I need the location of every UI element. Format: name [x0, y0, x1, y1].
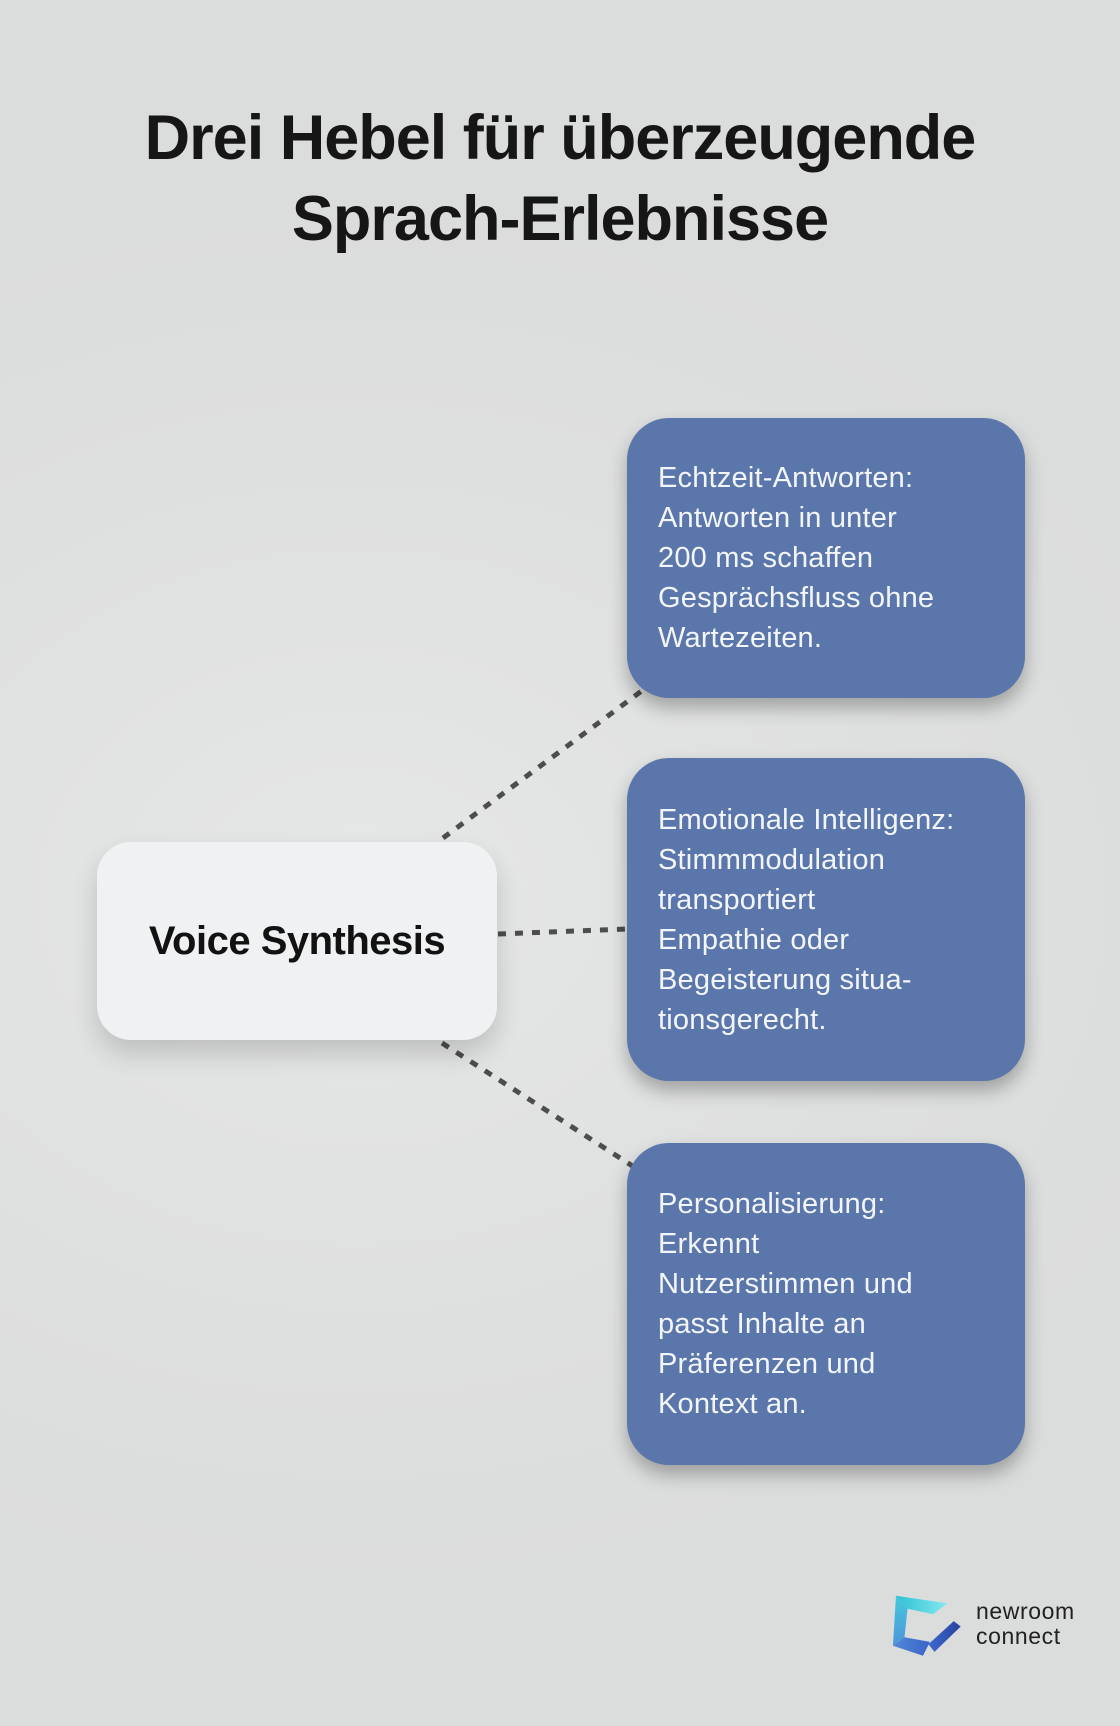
connector-top-line: [441, 687, 645, 841]
info-line: 200 ms schaffen: [658, 542, 874, 574]
title-line-2: Sprach-Erlebnisse: [291, 184, 829, 254]
info-line: tionsgerecht.: [658, 1003, 827, 1036]
newroom-connect-logo-icon: [892, 1595, 961, 1656]
newroom-connect-logo: newroom connect: [886, 1588, 1075, 1665]
info-line: Nutzerstimmen und: [658, 1268, 913, 1300]
info-line: Gesprächsfluss ohne: [658, 582, 935, 614]
newroom-connect-logo-text: newroom connect: [976, 1599, 1075, 1649]
info-line: Erkennt: [658, 1228, 760, 1260]
connector-middle-line: [497, 926, 628, 937]
center-node-label: Voice Synthesis: [148, 918, 446, 963]
info-box-personalisierung: Personalisierung: Erkennt Nutzerstimmen …: [627, 1143, 1025, 1465]
logo-word-connect: connect: [976, 1623, 1061, 1649]
info-box-echtzeit-antworten: Echtzeit-Antworten: Antworten in unter 2…: [627, 418, 1025, 698]
info-line: Begeisterung situa-: [658, 963, 912, 996]
info-line: Personalisierung:: [658, 1188, 886, 1220]
info-line: Emotionale Intelligenz:: [658, 803, 955, 836]
info-line: Präferenzen und: [658, 1348, 876, 1380]
info-line: passt Inhalte an: [658, 1308, 866, 1340]
title-line-1: Drei Hebel für überzeugende: [144, 103, 977, 173]
center-node-voice-synthesis: Voice Synthesis: [97, 842, 497, 1040]
connector-bottom-line: [440, 1040, 636, 1170]
info-line: Antworten in unter: [658, 502, 897, 534]
info-line: Echtzeit-Antworten:: [658, 462, 914, 494]
info-line: Empathie oder: [658, 923, 850, 956]
info-line: Stimmmodulation: [658, 843, 886, 876]
info-line: Wartezeiten.: [658, 622, 823, 654]
info-line: Kontext an.: [658, 1388, 807, 1420]
logo-word-newroom: newroom: [976, 1598, 1075, 1624]
info-line: transportiert: [658, 883, 816, 916]
info-box-emotionale-intelligenz: Emotionale Intelligenz: Stimmmodulation …: [627, 758, 1025, 1081]
page-title: Drei Hebel für überzeugende Sprach-Erleb…: [0, 98, 1120, 260]
